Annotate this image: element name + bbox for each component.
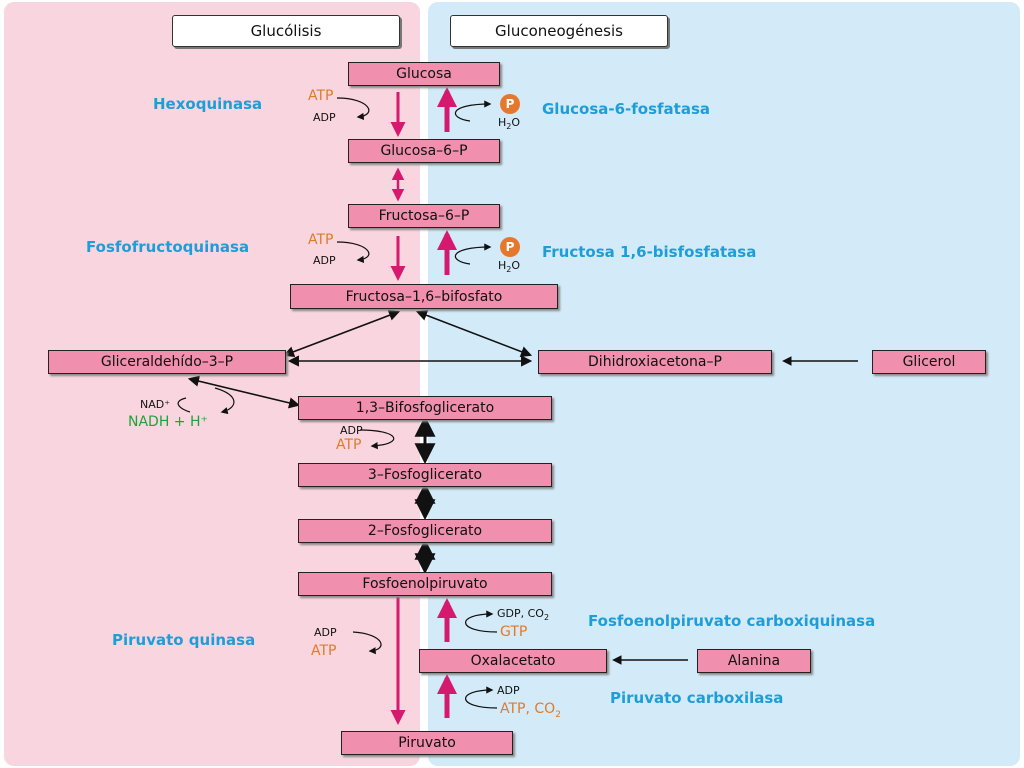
gluconeogenesis-header: Gluconeogénesis <box>450 15 668 47</box>
aldolase-left-arrow <box>282 309 401 358</box>
metabolite-dihidroxiacetona-p: Dihidroxiacetona–P <box>538 350 772 374</box>
metabolite-gliceraldehido-3-p: Gliceraldehído–3–P <box>48 350 286 374</box>
metabolite-2-fosfoglicerato: 2–Fosfoglicerato <box>298 519 552 543</box>
bpg-adp-label: ADP <box>340 424 363 437</box>
pfk-cofactor-curve <box>336 241 370 264</box>
pfk-adp-label: ADP <box>313 254 336 267</box>
nad-plus-label: NAD⁺ <box>140 398 171 411</box>
g3p-bpg-arrow <box>187 375 301 409</box>
metabolite-fructosa-1-6-bifosfato: Fructosa–1,6–bifosfato <box>290 284 558 309</box>
nadh-label: NADH + H⁺ <box>128 414 208 430</box>
metabolite-glicerol: Glicerol <box>872 350 986 374</box>
pfk-atp-label: ATP <box>308 232 334 248</box>
fbpase-cofactor-curve <box>454 243 492 265</box>
enzyme-fructosa-1-6-bisfosfatasa: Fructosa 1,6-bisfosfatasa <box>542 243 757 261</box>
metabolite-oxalacetato: Oxalacetato <box>419 649 607 673</box>
pepck-gdp-co2-label: GDP, CO2 <box>497 607 550 623</box>
phosphate-icon-1: P <box>500 94 520 114</box>
piruvatoquinasa-adp-label: ADP <box>314 626 337 639</box>
metabolite-3-fosfoglicerato: 3–Fosfoglicerato <box>298 463 552 487</box>
piruvatoquinasa-atp-label: ATP <box>311 643 337 659</box>
hexoquinasa-atp-label: ATP <box>308 88 334 104</box>
phosphate-icon-2: P <box>500 237 520 257</box>
metabolite-1-3-bifosfoglicerato: 1,3–Bifosfoglicerato <box>298 396 552 420</box>
pc-cofactor-curve <box>465 686 498 709</box>
nad-curve-a <box>177 397 191 413</box>
g6pase-h2o-label: H2O <box>498 116 521 132</box>
nad-curve-b <box>214 387 235 415</box>
gluconeogenesis-panel <box>428 2 1020 766</box>
pepck-cofactor-curve <box>465 610 498 633</box>
pc-adp-label: ADP <box>497 684 520 697</box>
pepck-gtp-label: GTP <box>500 624 528 640</box>
enzyme-piruvato-quinasa: Piruvato quinasa <box>112 631 256 649</box>
piruvatoquinasa-cofactor-curve <box>352 631 382 655</box>
metabolite-fosfoenolpiruvato: Fosfoenolpiruvato <box>298 572 552 596</box>
enzyme-hexoquinasa: Hexoquinasa <box>153 95 263 113</box>
metabolite-fructosa-6-p: Fructosa–6–P <box>348 204 500 228</box>
bpg-cofactor-curve <box>359 429 395 450</box>
metabolite-glucosa-6-p: Glucosa–6–P <box>348 139 500 163</box>
pc-atp-co2-label: ATP, CO2 <box>500 701 561 720</box>
enzyme-fosfoenolpiruvato-carboxiquinasa: Fosfoenolpiruvato carboxiquinasa <box>588 612 876 630</box>
metabolite-alanina: Alanina <box>697 649 811 673</box>
metabolite-piruvato: Piruvato <box>341 731 513 755</box>
glycolysis-header: Glucólisis <box>172 15 400 47</box>
metabolite-glucosa: Glucosa <box>348 62 500 86</box>
hexoquinasa-adp-label: ADP <box>313 111 336 124</box>
hexoquinasa-cofactor-curve <box>336 97 370 121</box>
fbpase-h2o-label: H2O <box>498 259 521 275</box>
enzyme-glucosa-6-fosfatasa: Glucosa-6-fosfatasa <box>542 100 711 118</box>
enzyme-fosfofructoquinasa: Fosfofructoquinasa <box>86 238 250 256</box>
bpg-atp-label: ATP <box>336 437 362 453</box>
enzyme-piruvato-carboxilasa: Piruvato carboxilasa <box>610 689 784 707</box>
aldolase-right-arrow <box>415 309 533 358</box>
g6pase-cofactor-curve <box>454 100 492 122</box>
